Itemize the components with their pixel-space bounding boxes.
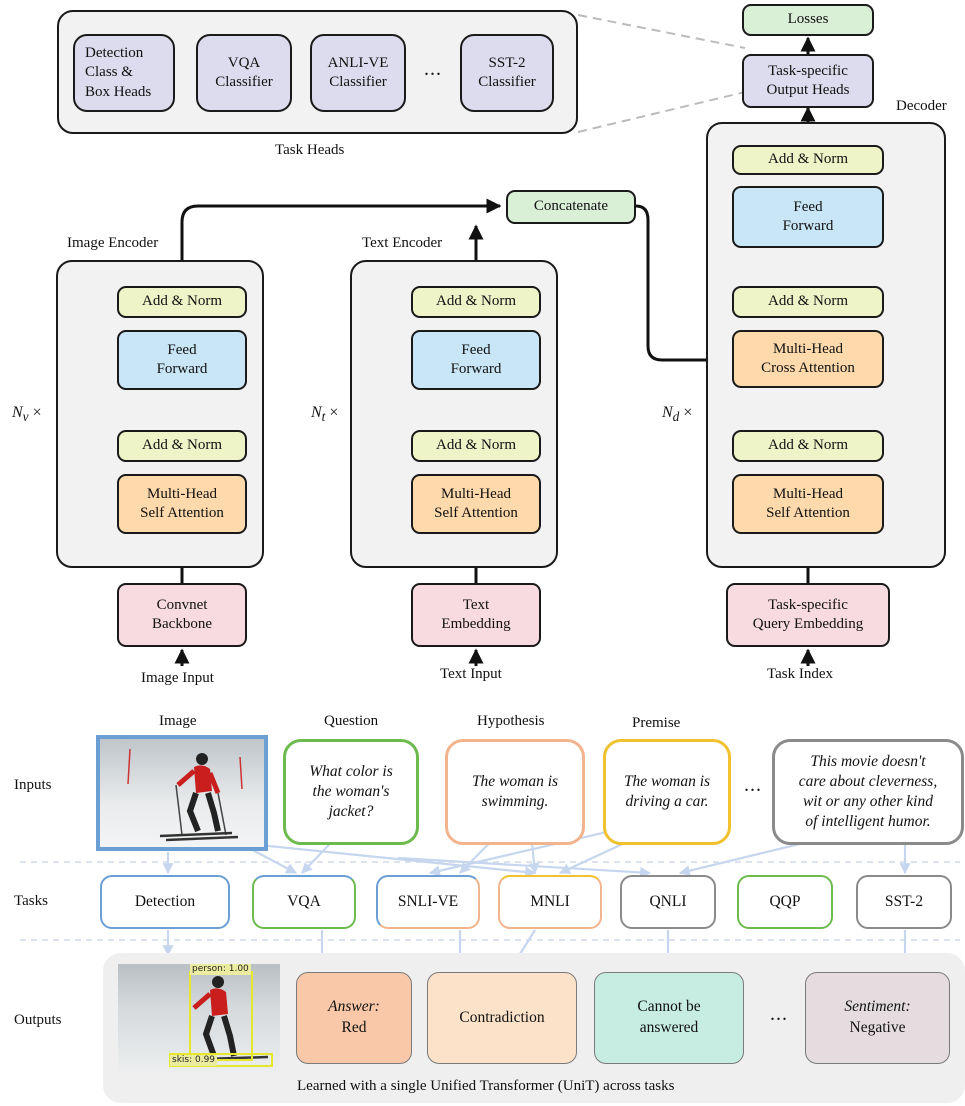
text-input-label: Text Input (440, 666, 502, 682)
question-input: What color is the woman's jacket? (283, 739, 419, 845)
concatenate-box: Concatenate (506, 190, 636, 224)
image-feed-forward: Feed Forward (117, 330, 247, 390)
task-query-embedding: Task-specific Query Embedding (726, 583, 890, 647)
outputs-row-label: Outputs (14, 1012, 62, 1028)
answer-value: Red (341, 1019, 367, 1036)
image-header: Image (159, 713, 197, 729)
cannot-be-answered-output: Cannot be answered (594, 972, 744, 1064)
task-vqa: VQA (252, 875, 356, 929)
task-sst2: SST-2 (856, 875, 952, 929)
answer-output: Answer: Red (296, 972, 412, 1064)
review-input: This movie doesn't care about cleverness… (772, 739, 964, 845)
decoder-repeat: Nd × (662, 404, 693, 425)
outputs-ellipsis: ... (770, 1003, 788, 1025)
inputs-ellipsis: ... (744, 774, 762, 796)
skis-detection-label: skis: 0.99 (170, 1055, 218, 1066)
task-mnli: MNLI (498, 875, 602, 929)
task-detection: Detection (100, 875, 230, 929)
hypothesis-header: Hypothesis (477, 713, 545, 729)
decoder-title: Decoder (896, 98, 947, 114)
answer-label: Answer: (328, 998, 380, 1016)
sentiment-value: Negative (849, 1019, 906, 1036)
heads-ellipsis: ... (424, 58, 442, 80)
text-add-norm-top: Add & Norm (411, 286, 541, 318)
hypothesis-input: The woman is swimming. (445, 739, 585, 845)
image-add-norm-top: Add & Norm (117, 286, 247, 318)
decoder-cross-attention: Multi-Head Cross Attention (732, 330, 884, 388)
sst2-head: SST-2 Classifier (460, 34, 554, 112)
unit-caption: Learned with a single Unified Transforme… (297, 1078, 675, 1094)
decoder-add-norm-1: Add & Norm (732, 145, 884, 175)
decoder-add-norm-3: Add & Norm (732, 430, 884, 462)
vqa-head: VQA Classifier (196, 34, 292, 112)
tasks-row-label: Tasks (14, 893, 48, 909)
anli-ve-head: ANLI-VE Classifier (310, 34, 406, 112)
person-detection-label: person: 1.00 (190, 964, 251, 975)
image-encoder-title: Image Encoder (67, 235, 159, 251)
sentiment-output: Sentiment: Negative (805, 972, 950, 1064)
image-input-label: Image Input (141, 670, 214, 686)
text-self-attention: Multi-Head Self Attention (411, 474, 541, 534)
text-feed-forward: Feed Forward (411, 330, 541, 390)
premise-header: Premise (632, 715, 681, 731)
image-encoder-repeat: Nv × (12, 404, 42, 425)
image-add-norm-bottom: Add & Norm (117, 430, 247, 462)
sentiment-label: Sentiment: (844, 998, 911, 1016)
text-encoder-repeat: Nt × (311, 404, 339, 425)
task-specific-output-heads: Task-specific Output Heads (742, 54, 874, 108)
skier-input-image (96, 735, 268, 851)
task-index-label: Task Index (767, 666, 834, 682)
premise-input: The woman is driving a car. (603, 739, 731, 845)
text-add-norm-bottom: Add & Norm (411, 430, 541, 462)
text-encoder-title: Text Encoder (362, 235, 443, 251)
question-header: Question (324, 713, 379, 729)
decoder-feed-forward: Feed Forward (732, 186, 884, 248)
inputs-row-label: Inputs (14, 777, 52, 793)
losses-box: Losses (742, 4, 874, 36)
task-qqp: QQP (737, 875, 833, 929)
detection-head: Detection Class & Box Heads (73, 34, 175, 112)
text-embedding: Text Embedding (411, 583, 541, 647)
task-snli-ve: SNLI-VE (376, 875, 480, 929)
contradiction-output: Contradiction (427, 972, 577, 1064)
decoder-add-norm-2: Add & Norm (732, 286, 884, 318)
image-self-attention: Multi-Head Self Attention (117, 474, 247, 534)
decoder-self-attention: Multi-Head Self Attention (732, 474, 884, 534)
task-qnli: QNLI (620, 875, 716, 929)
convnet-backbone: Convnet Backbone (117, 583, 247, 647)
task-heads-caption: Task Heads (275, 142, 345, 158)
detection-output-image: person: 1.00 skis: 0.99 (118, 964, 280, 1072)
